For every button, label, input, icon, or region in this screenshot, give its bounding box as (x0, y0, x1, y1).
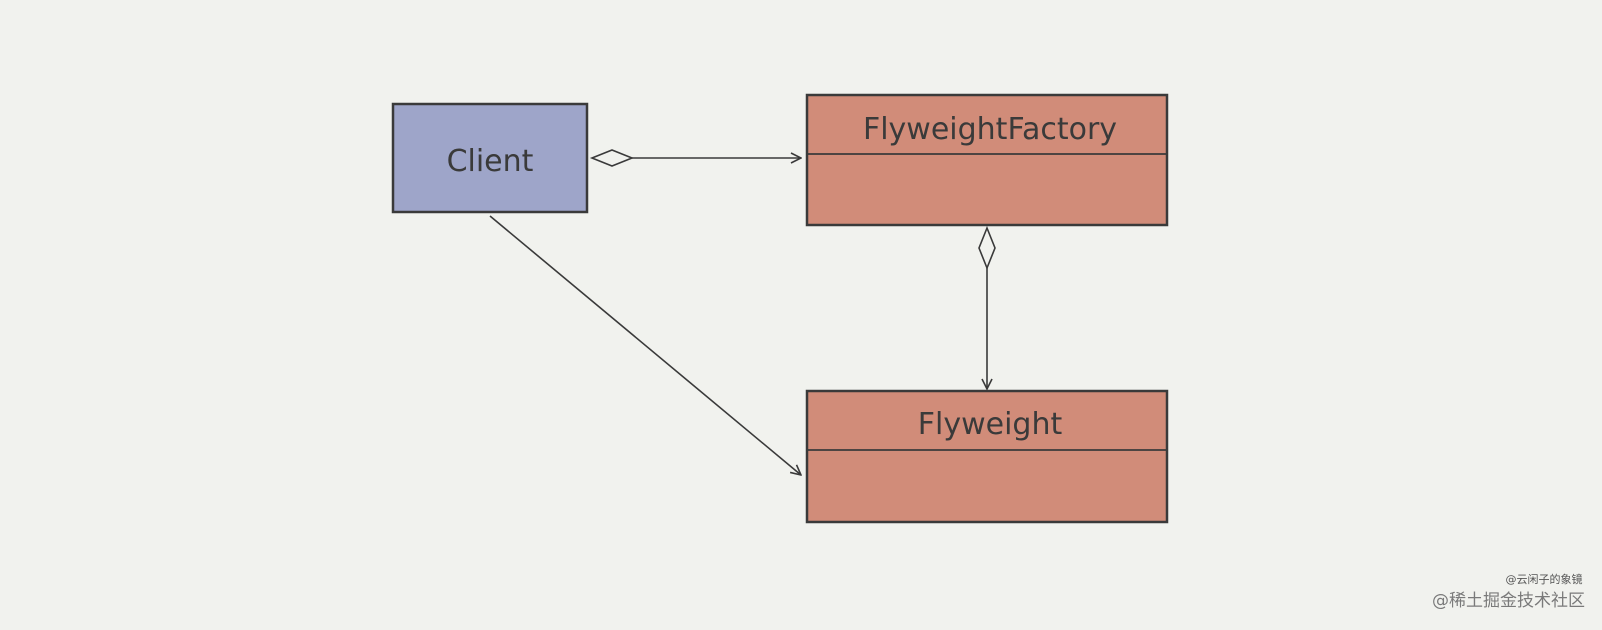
author-watermark: @云闲子的象镜 (1506, 572, 1583, 586)
flyweight-factory-class-name: FlyweightFactory (863, 112, 1117, 147)
flyweight-class-box (805, 389, 1169, 524)
site-watermark: @稀土掘金技术社区 (1432, 591, 1585, 611)
client-flyweight-association (489, 215, 801, 475)
client-class: Client (391, 102, 589, 214)
client-class-box (391, 102, 589, 214)
factory-flyweight-aggregation (978, 225, 996, 389)
flyweight-factory-class-box (805, 93, 1169, 227)
flyweight-factory-class: FlyweightFactory (805, 93, 1169, 227)
client-factory-aggregation (589, 149, 801, 167)
client-class-name: Client (447, 144, 534, 179)
aggregation-diamond (589, 149, 635, 167)
aggregation-diamond (978, 225, 996, 271)
flyweight-class-name: Flyweight (918, 407, 1063, 442)
flyweight-class: Flyweight (805, 389, 1169, 524)
